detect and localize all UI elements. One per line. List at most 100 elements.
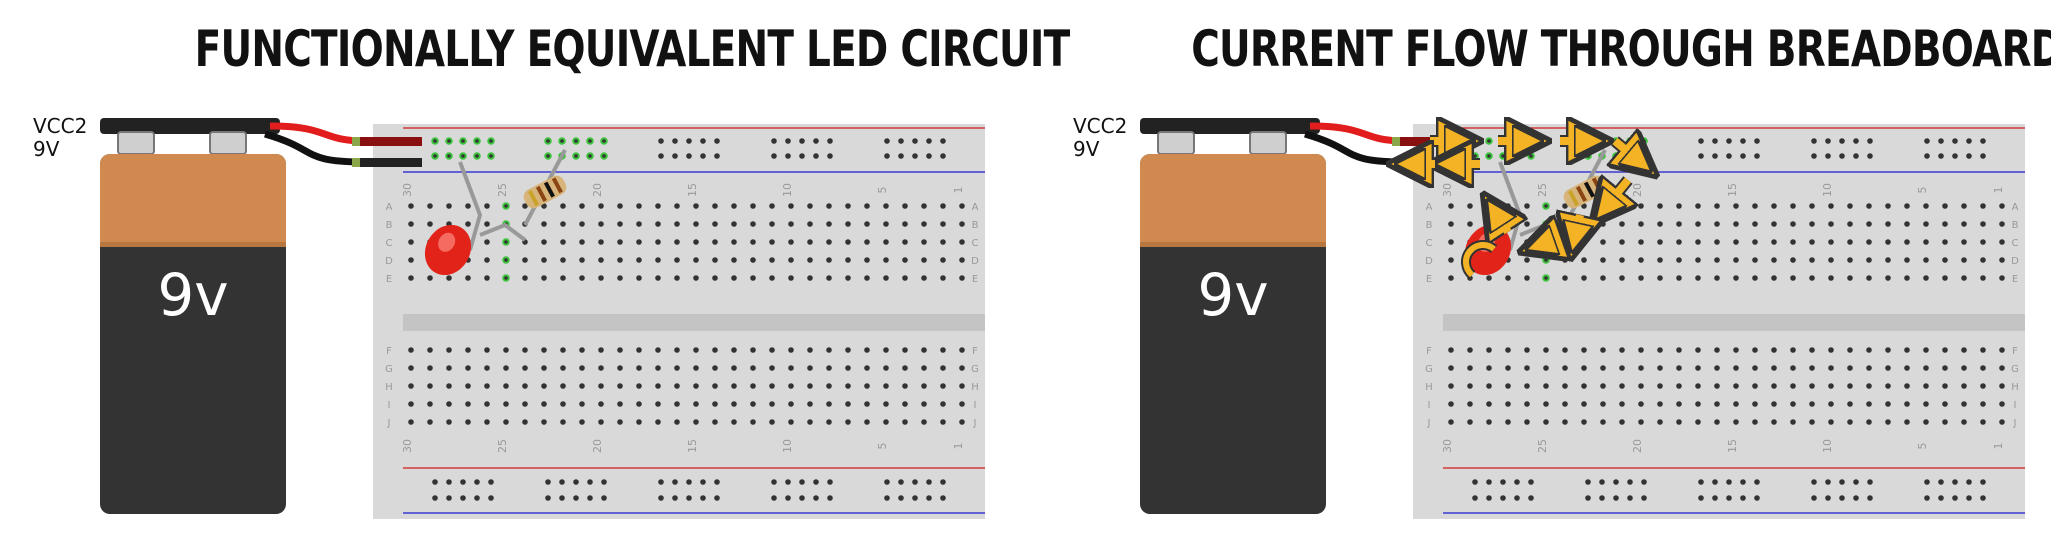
rail-hole (586, 152, 594, 160)
terminal-hole (845, 419, 851, 425)
terminal-hole (1904, 419, 1910, 425)
terminal-hole (1619, 347, 1625, 353)
rail-hole (714, 138, 720, 144)
terminal-hole (484, 239, 490, 245)
rail-hole (1486, 495, 1492, 501)
terminal-hole (864, 257, 870, 263)
terminal-hole (1771, 383, 1777, 389)
terminal-hole (408, 365, 414, 371)
terminal-hole (826, 383, 832, 389)
terminal-hole (902, 401, 908, 407)
terminal-hole (1885, 257, 1891, 263)
terminal-hole (1999, 275, 2005, 281)
rail-hole (1867, 138, 1873, 144)
terminal-hole (427, 275, 433, 281)
terminal-hole (1999, 347, 2005, 353)
terminal-hole (1961, 365, 1967, 371)
rail-hole (1698, 138, 1704, 144)
rail-hole (926, 495, 932, 501)
battery-terminal-negative (117, 131, 155, 155)
terminal-hole (1980, 257, 1986, 263)
terminal-hole (1448, 383, 1454, 389)
terminal-hole (1543, 401, 1549, 407)
rail-hole (1853, 479, 1859, 485)
terminal-hole (408, 275, 414, 281)
column-number: 20 (1631, 183, 1644, 197)
rail-hole (488, 479, 494, 485)
rail-hole (1867, 153, 1873, 159)
terminal-hole (1752, 203, 1758, 209)
terminal-hole (1999, 401, 2005, 407)
row-letter: A (386, 202, 393, 213)
terminal-hole (1733, 347, 1739, 353)
terminal-hole (1790, 347, 1796, 353)
terminal-hole (655, 365, 661, 371)
terminal-hole (617, 221, 623, 227)
rail-hole (1514, 495, 1520, 501)
battery-terminal-negative (1157, 131, 1195, 155)
terminal-hole (636, 383, 642, 389)
terminal-hole (807, 221, 813, 227)
terminal-hole (940, 347, 946, 353)
terminal-hole (1961, 275, 1967, 281)
terminal-hole (921, 257, 927, 263)
row-letter: H (385, 382, 393, 393)
terminal-hole (541, 239, 547, 245)
terminal-hole (541, 257, 547, 263)
column-number: 10 (1821, 439, 1834, 453)
terminal-hole (1600, 365, 1606, 371)
rail-hole (1627, 479, 1633, 485)
terminal-hole (617, 203, 623, 209)
terminal-hole (1904, 221, 1910, 227)
terminal-hole (1657, 257, 1663, 263)
terminal-hole (1885, 383, 1891, 389)
rail-hole (1613, 479, 1619, 485)
rail-hole (926, 153, 932, 159)
terminal-hole (1562, 275, 1568, 281)
terminal-hole (712, 401, 718, 407)
terminal-hole (1923, 347, 1929, 353)
terminal-hole (693, 221, 699, 227)
battery-label-voltage-left: 9V (33, 137, 60, 161)
terminal-hole (1942, 239, 1948, 245)
rail-hole (926, 479, 932, 485)
terminal-hole (750, 257, 756, 263)
terminal-hole (750, 275, 756, 281)
terminal-hole (1885, 347, 1891, 353)
terminal-hole (617, 347, 623, 353)
terminal-hole (503, 365, 509, 371)
terminal-hole (1600, 419, 1606, 425)
terminal-hole (1923, 203, 1929, 209)
terminal-hole (579, 401, 585, 407)
terminal-hole (750, 239, 756, 245)
rail-hole (898, 495, 904, 501)
terminal-hole (1885, 239, 1891, 245)
terminal-hole (1714, 239, 1720, 245)
terminal-hole (712, 347, 718, 353)
terminal-hole (674, 239, 680, 245)
rail-hole (1585, 479, 1591, 485)
terminal-hole (1619, 365, 1625, 371)
terminal-hole (1600, 383, 1606, 389)
row-letter: I (1428, 400, 1431, 411)
row-letter: D (2011, 256, 2019, 267)
terminal-hole (1752, 275, 1758, 281)
rail-hole (1811, 153, 1817, 159)
terminal-hole (427, 383, 433, 389)
terminal-hole (902, 257, 908, 263)
title-current-flow: CURRENT FLOW THROUGH BREADBOARD (1191, 20, 2051, 78)
rail-hole (884, 153, 890, 159)
terminal-hole (1562, 401, 1568, 407)
terminal-hole (1866, 257, 1872, 263)
row-letter: C (386, 238, 393, 249)
terminal-hole (655, 419, 661, 425)
terminal-hole (1562, 365, 1568, 371)
terminal-hole (807, 203, 813, 209)
wire-black-tip (1392, 158, 1400, 167)
battery-label-vcc-left: VCC2 (33, 114, 88, 138)
terminal-hole (1505, 347, 1511, 353)
terminal-hole (1999, 383, 2005, 389)
terminal-hole (465, 365, 471, 371)
terminal-hole (1657, 221, 1663, 227)
rail-hole (1853, 153, 1859, 159)
